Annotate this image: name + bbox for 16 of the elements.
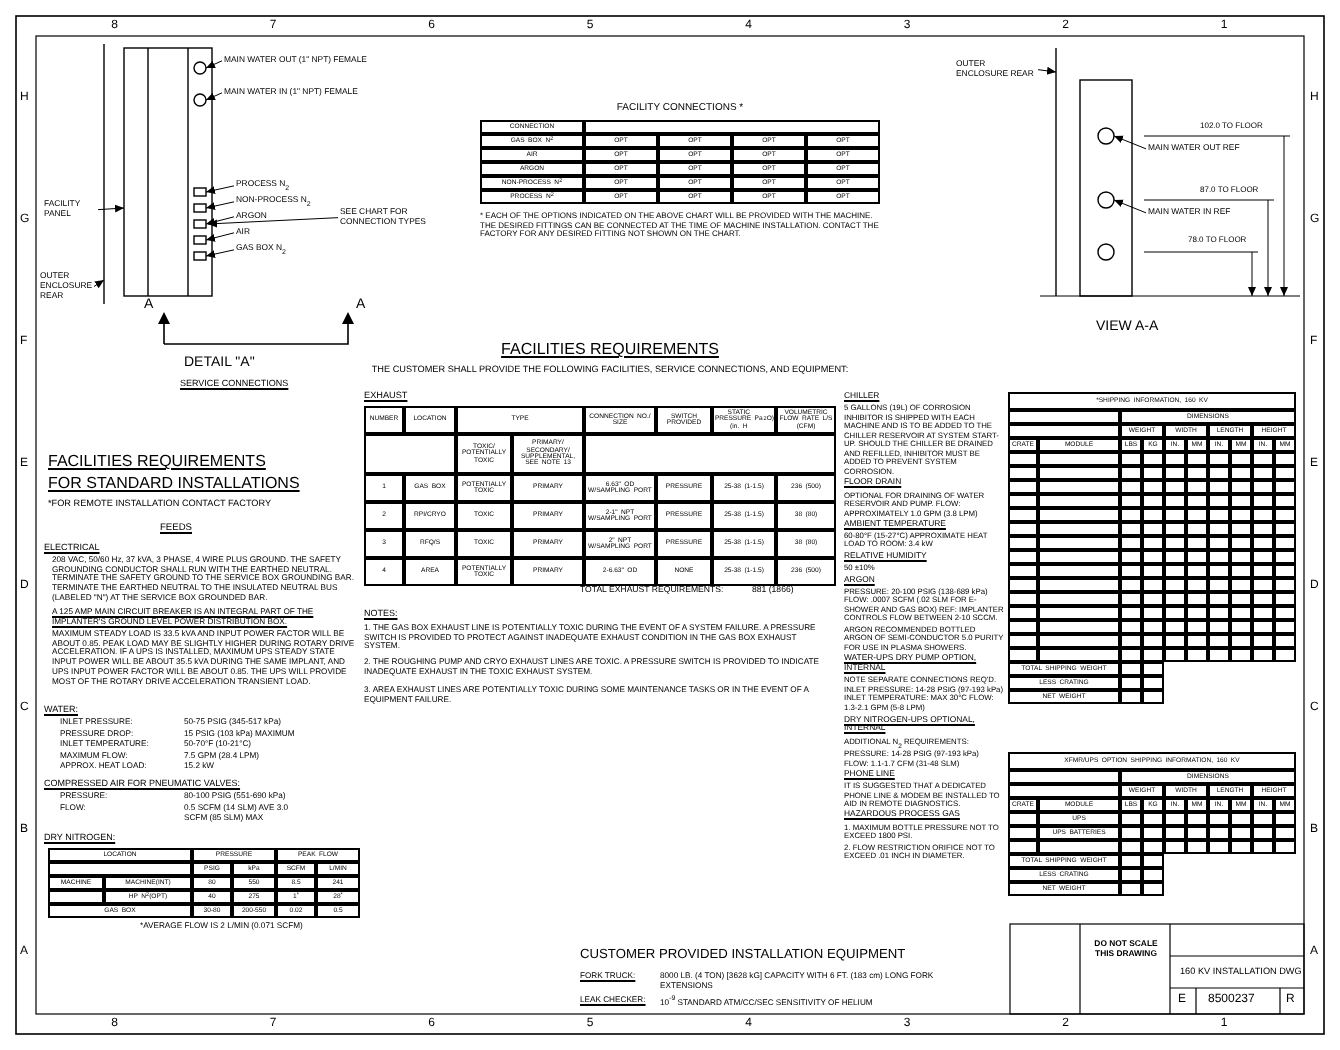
leader-line [205,232,235,242]
leader-line [205,185,235,194]
leader-line [1113,135,1147,150]
leader-line [205,92,223,101]
leader-line [1113,199,1147,214]
section-heading: FOR STANDARD INSTALLATIONS [48,474,300,493]
leader-line [97,204,125,213]
leader-line [205,249,235,258]
leader-line [207,217,339,228]
section-heading: FACILITIES REQUIREMENTS [499,340,721,359]
section-heading: FACILITIES REQUIREMENTS [48,452,266,471]
leader-line [205,216,235,226]
leader-line [205,60,223,69]
leader-line [1037,66,1057,75]
leader-line [205,201,235,210]
leader-line [93,279,105,289]
